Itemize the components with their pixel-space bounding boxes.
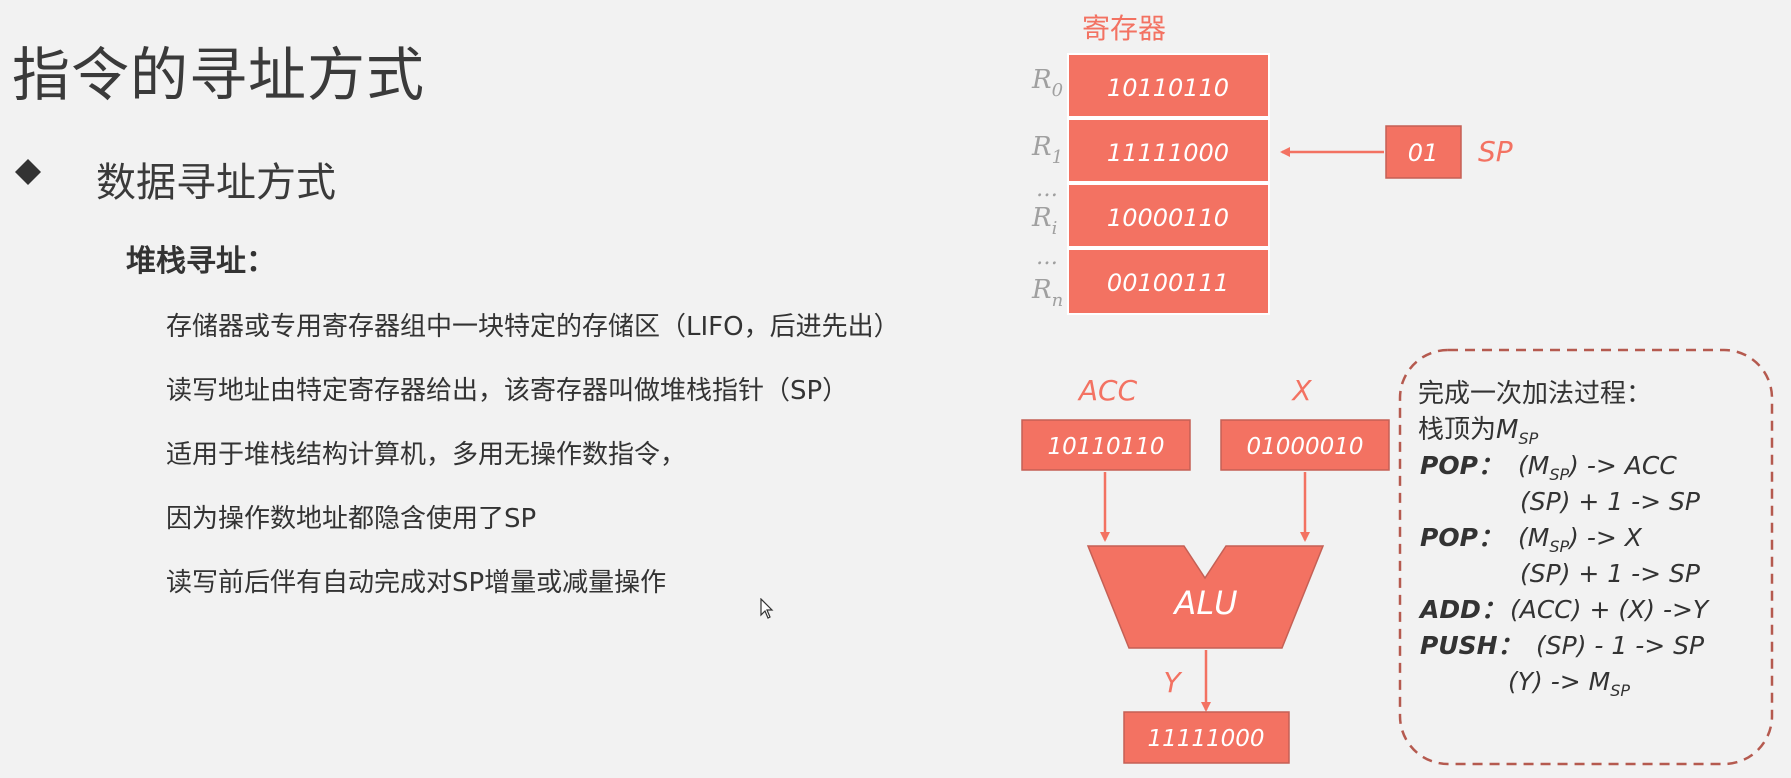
register-cell-r0 [1067,53,1270,118]
alu-label: ALU [1172,584,1237,622]
add-op: ADD： [1418,595,1506,624]
register-cell-r1 [1067,118,1270,183]
sp-label: SP [1478,135,1513,168]
process-heading: 完成一次加法过程： [1418,379,1652,409]
description-line-1: 存储器或专用寄存器组中一块特定的存储区（LIFO，后进先出） [166,312,900,342]
pop1-line2: (SP) + 1 -> SP [1520,487,1701,516]
section-title: 数据寻址方式 [96,160,336,206]
sp-register-box [1385,125,1462,179]
description-line-4: 因为操作数地址都隐含使用了SP [166,504,537,534]
push-op: PUSH： [1420,631,1523,660]
diamond-bullet-icon [15,159,41,185]
register-ellipsis-2: … [1036,245,1058,270]
register-cell-rn [1067,248,1270,315]
acc-label: ACC [1077,374,1138,407]
page-title: 指令的寻址方式 [12,41,426,109]
register-label-rn: Rn [1031,275,1063,311]
register-ellipsis-1: … [1036,177,1058,202]
x-label: X [1290,374,1312,407]
pop1-op: POP： [1420,451,1503,480]
push-line1: (SP) - 1 -> SP [1536,631,1705,660]
stack-top-line: 栈顶为MSP [1418,415,1539,448]
register-label-ri: Ri [1031,203,1057,239]
pop1-line1: (MSP) -> ACC [1518,451,1677,484]
pop2-line1: (MSP) -> X [1518,523,1643,556]
x-register-box [1220,419,1390,471]
mouse-cursor-icon [760,598,774,619]
register-file: 10110110 11111000 10000110 00100111 [1067,53,1270,315]
add-line: (ACC) + (X) ->Y [1510,595,1710,624]
pop2-line2: (SP) + 1 -> SP [1520,559,1701,588]
sp-value: 01 [1408,139,1439,167]
register-label-r0: R0 [1031,65,1063,101]
y-label: Y [1163,666,1182,699]
x-value: 01000010 [1246,434,1363,460]
register-cell-ri [1067,183,1270,248]
sub-title: 堆栈寻址： [126,244,276,279]
y-value: 11111000 [1147,726,1264,752]
description-line-2: 读写地址由特定寄存器给出，该寄存器叫做堆栈指针（SP） [166,376,849,406]
acc-register-box [1021,419,1191,471]
description-line-5: 读写前后伴有自动完成对SP增量或减量操作 [166,568,667,598]
description-line-3: 适用于堆栈结构计算机，多用无操作数指令， [166,440,687,470]
register-labels: R0 R1 … Ri … Rn [1031,65,1063,311]
process-box [1398,348,1774,766]
register-value-r0: 10110110 [1107,74,1229,102]
register-label-r1: R1 [1031,132,1063,168]
alu-shape [1086,545,1325,649]
register-value-rn: 00100111 [1107,269,1229,297]
y-register-box [1123,711,1290,764]
register-value-r1: 11111000 [1107,139,1229,167]
push-line2: (Y) -> MSP [1508,667,1630,700]
pop2-op: POP： [1420,523,1503,552]
register-value-ri: 10000110 [1107,204,1229,232]
acc-value: 10110110 [1047,434,1164,460]
register-title: 寄存器 [1082,12,1166,45]
